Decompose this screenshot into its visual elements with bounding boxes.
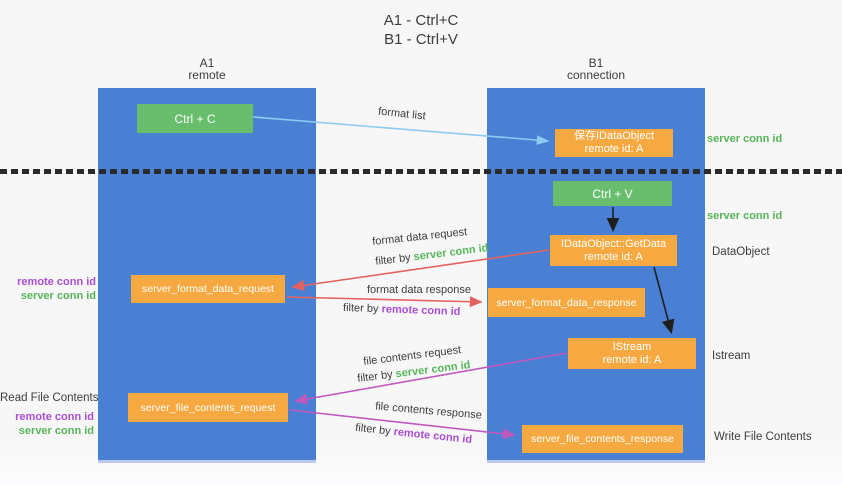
column-b1-name: B1 <box>588 56 604 70</box>
filter-by-text-4: filter by <box>354 421 392 438</box>
server-format-data-request-box: server_format_data_request <box>131 275 285 303</box>
format-data-response-arrow <box>286 296 483 308</box>
left-conn-ids-file: remote conn id server conn id <box>0 410 94 438</box>
title-line-2: B1 - Ctrl+V <box>384 31 458 48</box>
server-file-contents-request-box: server_file_contents_request <box>128 393 288 422</box>
left-conn-ids-format: remote conn id server conn id <box>0 275 96 303</box>
filter-remote-conn-id-1: remote conn id <box>381 303 461 319</box>
title-line-1: A1 - Ctrl+C <box>383 12 459 29</box>
server-conn-id-annotation-top: server conn id <box>707 133 783 145</box>
server-conn-id-label-2: server conn id <box>18 425 94 437</box>
format-list-label: format list <box>377 105 427 123</box>
column-header-b1: B1 connection <box>487 57 705 81</box>
read-file-contents-annotation: Read File Contents <box>0 392 99 404</box>
save-idataobject-label: 保存IDataObject <box>573 130 655 142</box>
ctrl-c-button: Ctrl + C <box>137 104 253 133</box>
filter-server-conn-id-1: server conn id <box>412 242 490 264</box>
file-response-filter-label: filter by remote conn id <box>355 422 473 446</box>
diagram-title: A1 - Ctrl+C B1 - Ctrl+V <box>0 11 842 49</box>
remote-conn-id-label-2: remote conn id <box>15 411 94 423</box>
dataobject-annotation: DataObject <box>712 246 770 258</box>
filter-by-text-2: filter by <box>342 301 379 316</box>
phase-separator-dotted-line <box>0 169 842 174</box>
server-conn-id-annotation-mid: server conn id <box>707 210 783 222</box>
idataobject-getdata-box: IDataObject::GetData remote id: A <box>550 235 677 266</box>
column-a1-name: A1 <box>199 56 215 70</box>
column-b1-role: connection <box>566 68 626 82</box>
istream-label: IStream <box>612 340 652 353</box>
column-header-a1: A1 remote <box>98 57 316 81</box>
getdata-label: IDataObject::GetData <box>560 237 667 250</box>
format-data-request-label: format data request <box>371 226 468 248</box>
remote-conn-id-label-1: remote conn id <box>17 276 96 288</box>
server-conn-id-label-1: server conn id <box>20 290 96 302</box>
istream-box: IStream remote id: A <box>568 338 696 369</box>
format-request-filter-label: filter by server conn id <box>375 242 489 268</box>
write-file-contents-annotation: Write File Contents <box>714 431 812 443</box>
format-data-response-label: format data response <box>367 284 471 296</box>
file-contents-response-label: file contents response <box>374 400 483 422</box>
server-format-data-response-box: server_format_data_response <box>488 288 645 317</box>
save-idataobject-box: 保存IDataObject remote id: A <box>555 129 673 157</box>
ctrl-v-button: Ctrl + V <box>553 181 672 206</box>
save-idataobject-remote-id: remote id: A <box>584 143 644 155</box>
filter-remote-conn-id-2: remote conn id <box>393 425 473 447</box>
getdata-remote-id: remote id: A <box>584 250 643 263</box>
istream-annotation: Istream <box>712 350 751 362</box>
istream-remote-id: remote id: A <box>602 353 662 366</box>
format-response-filter-label: filter by remote conn id <box>343 302 461 318</box>
server-file-contents-response-box: server_file_contents_response <box>522 425 683 453</box>
column-a1-role: remote <box>188 68 226 82</box>
filter-by-text-1: filter by <box>374 251 412 268</box>
filter-by-text-3: filter by <box>356 368 394 385</box>
